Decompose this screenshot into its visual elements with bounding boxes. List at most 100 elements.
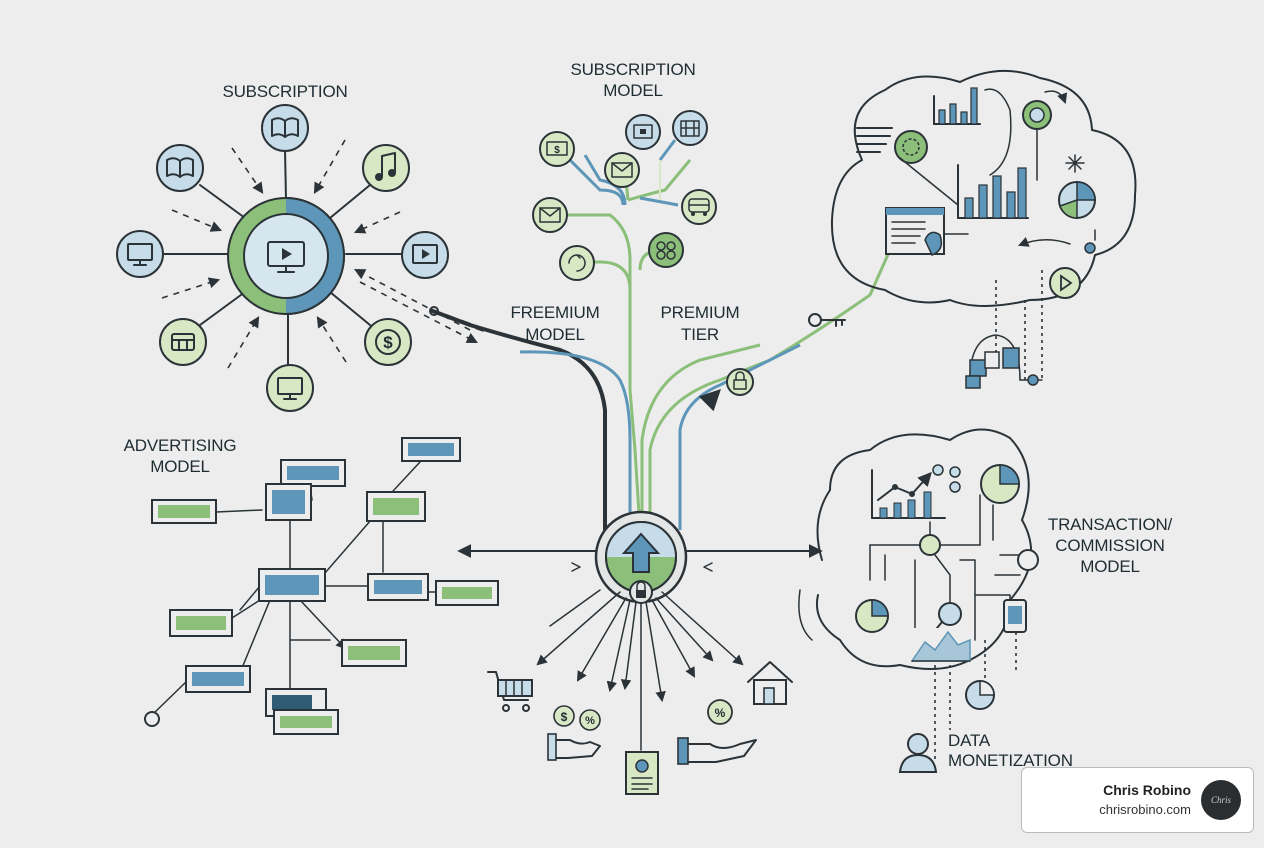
tree-node-refresh (559, 245, 595, 281)
line-chart-icon (871, 469, 946, 519)
hub-connectors (429, 249, 892, 531)
credit-badge[interactable]: Chris Robino chrisrobino.com Chris (1021, 767, 1254, 833)
tree-node-bus (681, 189, 717, 225)
play-icon (412, 244, 438, 264)
tree-node-dollar-screen: $ (539, 131, 575, 167)
svg-text:%: % (715, 706, 726, 720)
open-book-icon (271, 117, 299, 138)
bar-chart-large-icon (957, 164, 1029, 219)
analytics-cloud (830, 69, 1137, 389)
subscription-node-book-2 (156, 144, 204, 192)
ad-box-7 (367, 573, 429, 601)
ad-box-5 (366, 491, 426, 522)
transaction-label-1: TRANSACTION/ (1048, 515, 1173, 534)
dollar-coin-icon: $ (375, 329, 401, 355)
subscription-node-monitor-bottom (266, 364, 314, 412)
freemium-label-2: MODEL (525, 325, 584, 344)
transaction-label-2: COMMISSION (1055, 536, 1164, 555)
link-icon (656, 241, 676, 260)
premium-label-1: PREMIUM (661, 303, 740, 322)
svg-text:%: % (585, 715, 595, 727)
subscription-hub (227, 197, 345, 315)
ad-box-3 (265, 483, 312, 521)
sparkle-icon (1065, 154, 1085, 173)
storefront-icon (171, 333, 195, 351)
ad-end-node (144, 711, 160, 727)
circuit-lines (869, 494, 1039, 641)
credit-logo: Chris (1201, 780, 1241, 820)
ad-box-11 (185, 665, 251, 693)
premium-label-2: TIER (681, 325, 719, 344)
pie-chart-icon (980, 464, 1020, 504)
data-monetization-label-1: DATA (948, 731, 991, 750)
percent-hand-icon: % (677, 699, 757, 765)
subscription-cluster: SUBSCRIPTION (116, 82, 478, 412)
subscription-node-dollar: $ (364, 318, 412, 366)
device-icon (1003, 599, 1027, 633)
key-icon (808, 313, 846, 327)
subscription-node-play (401, 231, 449, 279)
pie-chart-bottom-icon (965, 680, 995, 710)
lock-icon (726, 368, 754, 396)
ad-box-1 (401, 437, 461, 462)
bar-chart-small-icon (933, 87, 981, 125)
subscription-label: SUBSCRIPTION (222, 82, 347, 101)
magnifier-icon (931, 602, 962, 635)
screen-icon (633, 124, 653, 139)
subscription-dashed-arrows (161, 139, 478, 369)
receipt-icon (625, 751, 659, 795)
center-hub (457, 510, 823, 604)
freemium-label-1: FREEMIUM (510, 303, 599, 322)
advertising-label-1: ADVERTISING (124, 436, 237, 455)
pie-chart-small-icon (855, 599, 889, 633)
advertising-label-2: MODEL (150, 457, 209, 476)
ad-box-4 (151, 499, 217, 524)
tree-node-puzzle (672, 110, 708, 146)
envelope-icon (611, 162, 633, 178)
advertising-cluster: ADVERTISING MODEL (124, 436, 499, 735)
credit-site: chrisrobino.com (1099, 802, 1191, 817)
document-lines (856, 127, 893, 153)
ad-box-13 (273, 709, 339, 735)
gear-icon (894, 130, 928, 164)
mountain-chart-icon (910, 628, 971, 662)
house-icon (747, 661, 793, 705)
tree-node-envelope-2 (532, 197, 568, 233)
svg-text:$: $ (561, 710, 568, 724)
ad-box-6 (258, 568, 326, 602)
ad-box-2 (280, 459, 346, 487)
subscription-spokes (161, 149, 403, 369)
shopping-cart-icon (487, 671, 533, 712)
tree-node-envelope-1 (604, 152, 640, 188)
bus-icon (688, 198, 710, 216)
monitor-icon (127, 243, 153, 266)
ad-box-9 (169, 609, 233, 637)
credit-name: Chris Robino (1103, 782, 1191, 798)
ad-box-10 (341, 639, 407, 667)
transaction-label-3: MODEL (1080, 557, 1139, 576)
subscription-node-store (159, 318, 207, 366)
money-hand-icon: $ % (547, 705, 601, 761)
puzzle-icon (680, 120, 700, 137)
tree-node-screen (625, 114, 661, 150)
svg-text:$: $ (554, 145, 560, 156)
report-doc-icon (885, 207, 945, 256)
subscription-model-label-1: SUBSCRIPTION (570, 60, 695, 79)
refresh-icon (568, 254, 586, 272)
monitor-icon (277, 377, 303, 400)
envelope-icon (539, 207, 561, 223)
subscription-model-label-2: MODEL (603, 81, 662, 100)
subscription-model-tree: SUBSCRIPTION MODEL $ (532, 60, 717, 390)
arrow-up-lock-icon (621, 532, 661, 604)
target-icon (1022, 90, 1068, 181)
advertising-links (151, 461, 437, 716)
puzzle-pieces-icon (965, 347, 1020, 389)
book-icon (166, 157, 194, 178)
svg-text:$: $ (383, 333, 393, 352)
tree-node-link (648, 232, 684, 268)
hub-fan-arrows (536, 589, 744, 751)
person-icon (898, 733, 938, 773)
subscription-node-book (261, 104, 309, 152)
dollar-screen-icon: $ (546, 141, 568, 156)
